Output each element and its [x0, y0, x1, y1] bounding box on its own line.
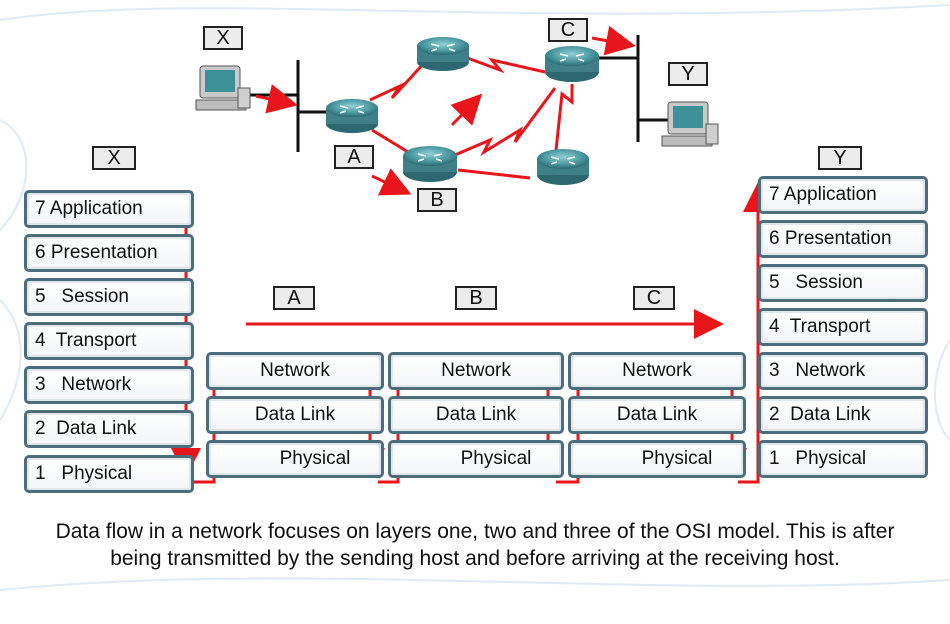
diagram-caption: Data flow in a network focuses on layers…: [55, 520, 895, 570]
layer-application: 7 Application: [24, 190, 194, 228]
layer-network: 3 Network: [758, 352, 928, 390]
hop-b-label: B: [455, 286, 497, 310]
layer-application: 7 Application: [758, 176, 928, 214]
layer-transport: 4 Transport: [758, 308, 928, 346]
router-a-label: A: [334, 145, 374, 169]
router-b-label: B: [417, 188, 457, 212]
router-c-label: C: [548, 18, 588, 42]
layer-session: 5 Session: [758, 264, 928, 302]
stack-y-label: Y: [818, 146, 862, 170]
layer-data-link: 2 Data Link: [24, 410, 194, 448]
background-swirls: [0, 4, 950, 591]
router-a-icon: [326, 99, 378, 133]
hop-a-network: Network: [206, 352, 384, 390]
router-bottom-icon: [537, 149, 589, 185]
flow-arrows: [255, 25, 636, 196]
layer-network: 3 Network: [24, 366, 194, 404]
router-c-icon: [545, 46, 599, 82]
hop-b-network: Network: [388, 352, 564, 390]
hop-a-data-link: Data Link: [206, 396, 384, 434]
path-y-up: [738, 182, 773, 484]
hop-c-network: Network: [568, 352, 746, 390]
layer-session: 5 Session: [24, 278, 194, 316]
layer-physical: 1 Physical: [758, 440, 928, 478]
hop-b-physical: Physical: [388, 440, 564, 478]
hop-c-physical: Physical: [568, 440, 746, 478]
host-x-label: X: [203, 26, 243, 50]
hop-c-data-link: Data Link: [568, 396, 746, 434]
host-x-computer-icon: [195, 65, 251, 111]
host-y-computer-icon: [661, 101, 719, 147]
layer-physical: 1 Physical: [24, 455, 194, 493]
layer-data-link: 2 Data Link: [758, 396, 928, 434]
router-top-icon: [417, 37, 469, 71]
host-y-label: Y: [668, 62, 708, 86]
serial-links: [369, 54, 574, 180]
hop-a-label: A: [273, 286, 315, 310]
hop-a-physical: Physical: [206, 440, 384, 478]
hop-c-label: C: [633, 286, 675, 310]
hop-b-data-link: Data Link: [388, 396, 564, 434]
stack-x-label: X: [92, 146, 136, 170]
router-b-icon: [403, 146, 457, 182]
layer-presentation: 6 Presentation: [758, 220, 928, 258]
layer-transport: 4 Transport: [24, 322, 194, 360]
layer-presentation: 6 Presentation: [24, 234, 194, 272]
